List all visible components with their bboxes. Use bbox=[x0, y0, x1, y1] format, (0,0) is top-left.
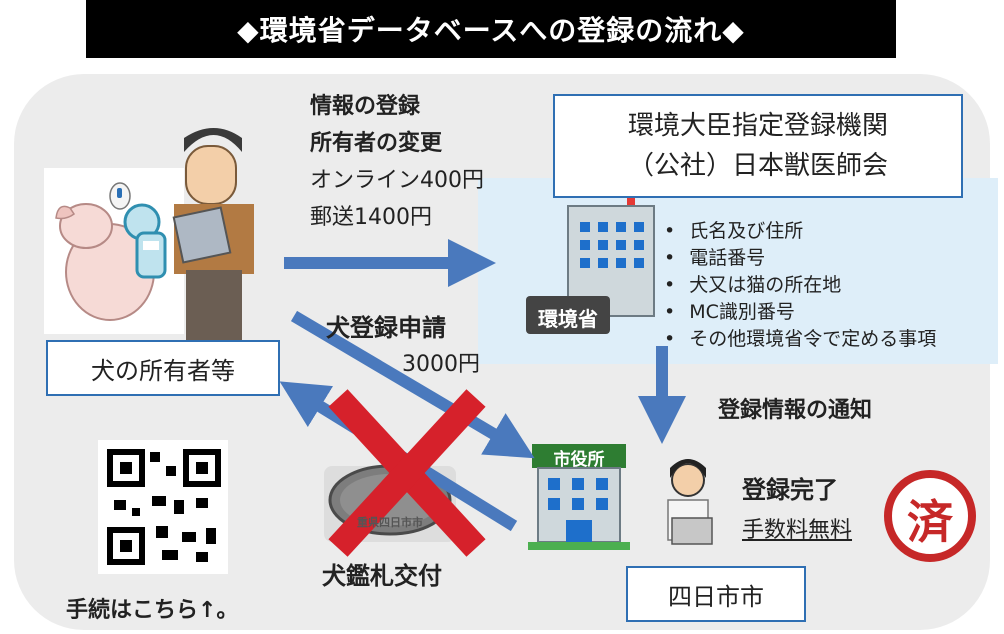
microchip-reader-icon bbox=[123, 203, 167, 279]
city-box: 四日市市 bbox=[626, 566, 806, 622]
no-fee-label: 手数料無料 bbox=[742, 518, 853, 543]
qr-caption: 手続はこちら↑。 bbox=[66, 598, 239, 623]
registered-items-list: 氏名及び住所 電話番号 犬又は猫の所在地 MC識別番号 その他環境省令で定める事… bbox=[664, 218, 936, 353]
page-title: ◆環境省データベースへの登録の流れ◆ bbox=[86, 0, 896, 58]
done-stamp-text: 済 bbox=[907, 495, 953, 549]
list-item: その他環境省令で定める事項 bbox=[664, 326, 936, 353]
cancel-cross-icon bbox=[328, 389, 486, 557]
org-name-line1: 環境大臣指定登録機関 bbox=[627, 111, 888, 141]
owner-box: 犬の所有者等 bbox=[46, 340, 280, 396]
list-item: 氏名及び住所 bbox=[664, 218, 936, 245]
mail-fee: 郵送1400円 bbox=[310, 205, 432, 230]
ministry-sign: 環境省 bbox=[538, 307, 598, 331]
city-label: 四日市市 bbox=[668, 582, 764, 611]
done-stamp-icon bbox=[884, 470, 976, 562]
tag-engraving: 重県四日市市 bbox=[357, 516, 423, 529]
registration-fee: 3000円 bbox=[402, 352, 480, 377]
dog-illustration bbox=[44, 168, 184, 334]
city-staff-icon bbox=[667, 459, 713, 545]
qr-code bbox=[98, 440, 228, 574]
info-registration-label: 情報の登録 bbox=[310, 94, 421, 119]
complete-label: 登録完了 bbox=[742, 476, 838, 504]
info-change-text: 情報の登録 所有者の変更 オンライン400円 郵送1400円 bbox=[310, 88, 484, 236]
online-fee: オンライン400円 bbox=[310, 168, 484, 193]
org-name-line2: （公社）日本獣医師会 bbox=[627, 151, 888, 181]
city-hall-sign: 市役所 bbox=[553, 450, 605, 470]
tag-issue-label: 犬鑑札交付 bbox=[322, 562, 442, 590]
owner-label: 犬の所有者等 bbox=[91, 356, 235, 385]
city-hall-building-icon bbox=[528, 444, 630, 550]
notification-label: 登録情報の通知 bbox=[718, 398, 873, 423]
list-item: 犬又は猫の所在地 bbox=[664, 272, 936, 299]
owner-change-label: 所有者の変更 bbox=[310, 131, 443, 156]
registry-org-box: 環境大臣指定登録機関 （公社）日本獣医師会 bbox=[553, 94, 963, 198]
list-item: MC識別番号 bbox=[664, 299, 936, 326]
dog-registration-label: 犬登録申請 bbox=[326, 314, 446, 342]
ministry-building-icon bbox=[526, 194, 655, 334]
owner-person-icon bbox=[172, 128, 254, 340]
list-item: 電話番号 bbox=[664, 245, 936, 272]
